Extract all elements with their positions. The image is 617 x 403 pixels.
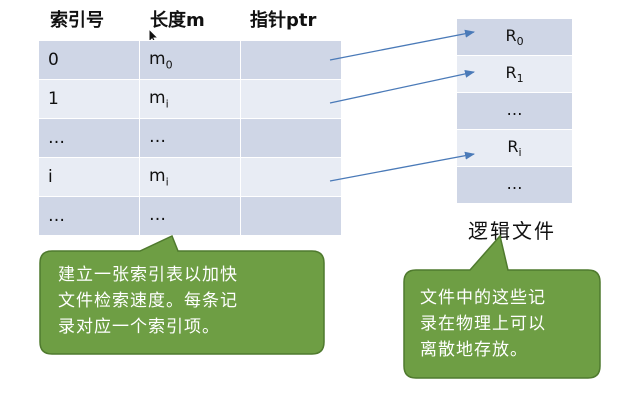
record-cell: Ri [456,129,573,167]
record-row: Ri [456,129,573,167]
callout-line: 离散地存放。 [420,340,528,360]
callout-line: 文件检索速度。每条记 [58,291,238,311]
callout-left-bubble [39,234,325,355]
table-row: 1 mi [38,79,342,119]
callout-left-text: 建立一张索引表以加快 文件检索速度。每条记 录对应一个索引项。 [58,262,238,340]
pointer-cell [240,196,342,236]
callout-line: 录对应一个索引项。 [58,317,220,337]
table-row: … … [38,118,342,158]
length-cell: mi [139,79,241,119]
callout-right-bubble [403,234,601,379]
header-index: 索引号 [50,10,104,31]
header-pointer: 指针ptr [250,10,317,31]
pointer-cell [240,79,342,119]
record-cell: R0 [456,18,573,56]
index-cell: 0 [38,40,140,80]
record-cell: … [456,92,573,130]
record-row: … [456,166,573,204]
callout-line: 录在物理上可以 [420,314,546,334]
callout-right-text: 文件中的这些记 录在物理上可以 离散地存放。 [420,285,546,363]
header-length: 长度m [150,10,205,31]
table-row: 0 m0 [38,40,342,80]
index-cell: i [38,157,140,197]
length-cell: mi [139,157,241,197]
table-row: … … [38,196,342,236]
index-cell: 1 [38,79,140,119]
index-table: 0 m0 1 mi … … i mi … … [38,40,342,236]
arrow-to-r1 [329,69,475,104]
index-cell: … [38,196,140,236]
table-row: i mi [38,157,342,197]
pointer-cell [240,118,342,158]
length-cell: m0 [139,40,241,80]
logical-file-table: R0 R1 … Ri … [456,18,573,204]
callout-line: 文件中的这些记 [420,288,546,308]
record-row: R0 [456,18,573,56]
record-cell: … [456,166,573,204]
callout-line: 建立一张索引表以加快 [58,265,238,285]
logical-file-label: 逻辑文件 [468,219,556,243]
pointer-cell [240,40,342,80]
length-cell: … [139,196,241,236]
pointer-cell [240,157,342,197]
index-cell: … [38,118,140,158]
arrow-to-ri [329,151,475,182]
record-row: … [456,92,573,130]
arrow-to-r0 [329,29,475,61]
